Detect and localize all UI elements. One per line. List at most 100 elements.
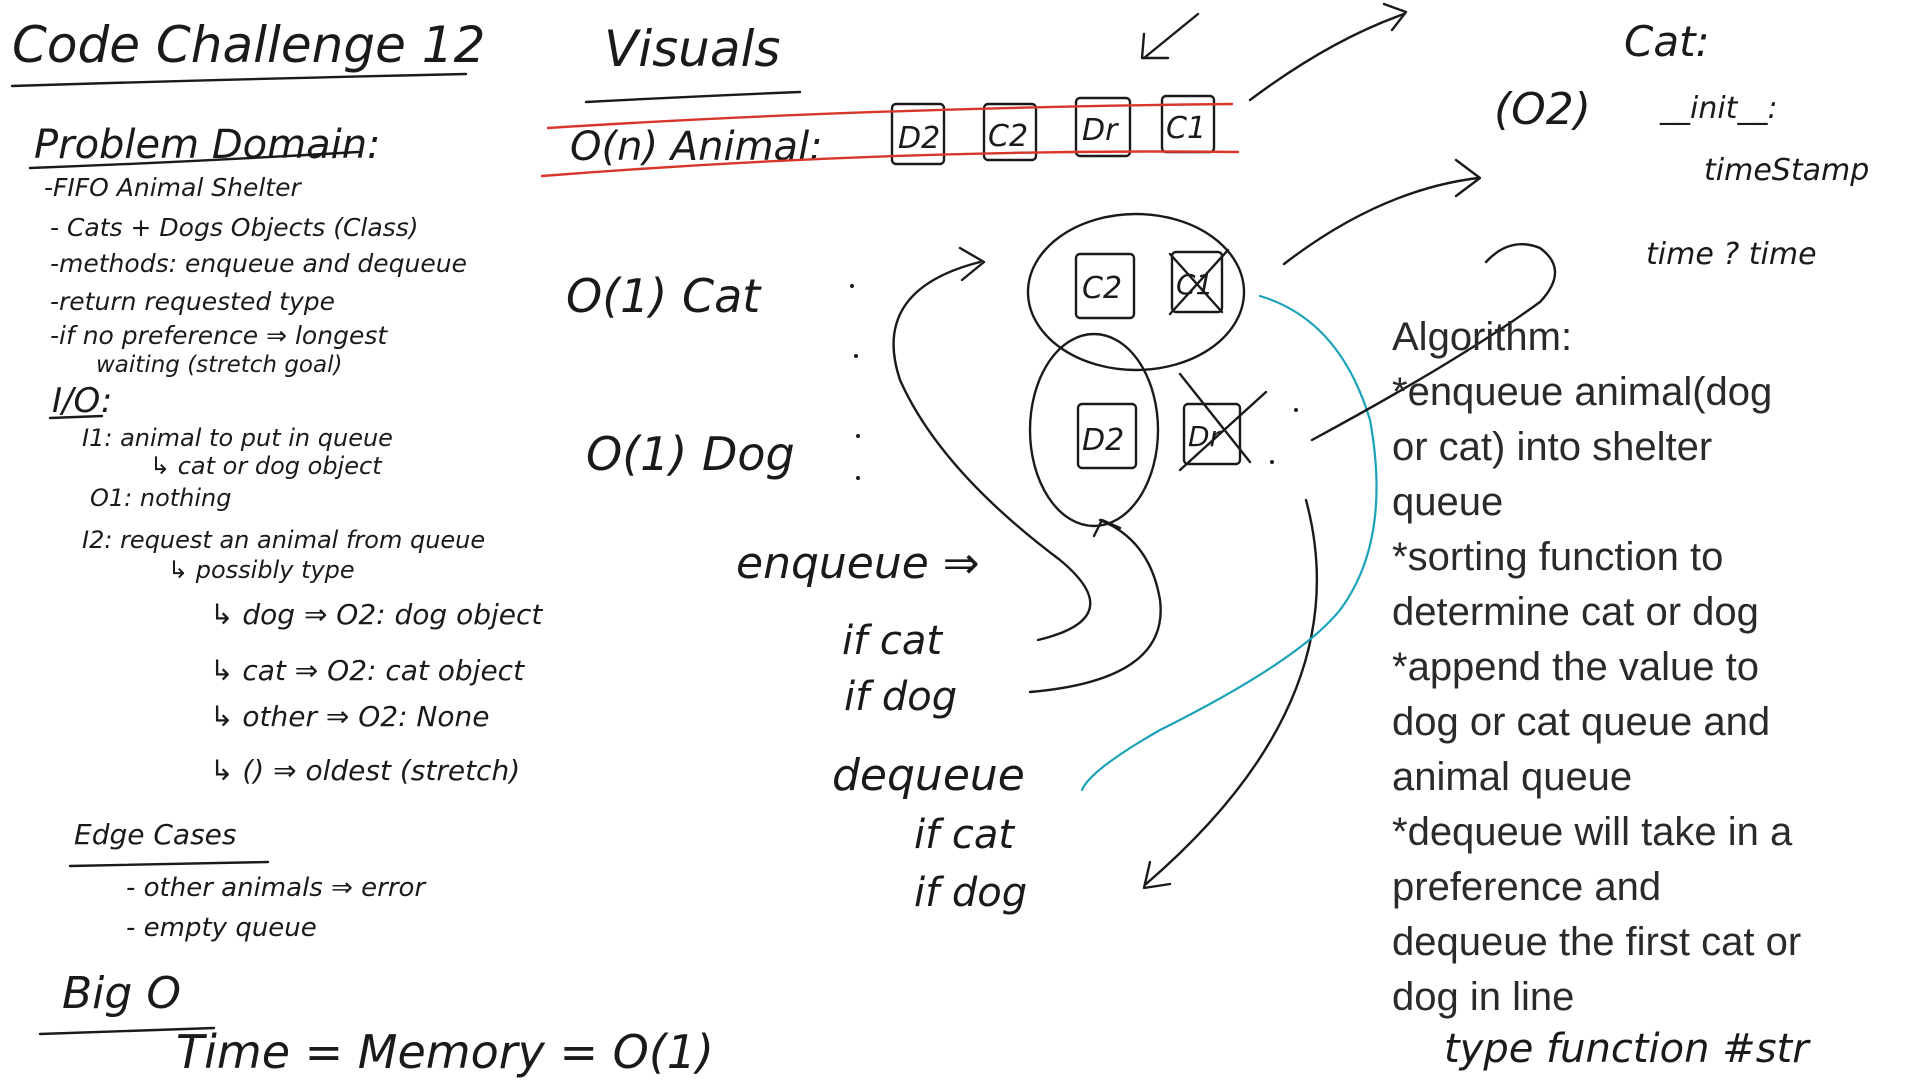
io-line-2: ↳ cat or dog object bbox=[150, 452, 383, 480]
animal-row-strike-1 bbox=[546, 102, 1234, 130]
cat-box-2 bbox=[1170, 250, 1224, 314]
footnote: type function #str bbox=[1444, 1026, 1811, 1072]
cat-queue-label: O(1) Cat bbox=[566, 269, 762, 323]
animal-box-1 bbox=[890, 102, 946, 166]
animal-row-strike-2 bbox=[540, 150, 1240, 178]
dog-box-2-cross-2 bbox=[1178, 390, 1268, 472]
enqueue-if-cat: if cat bbox=[842, 618, 943, 664]
cat-box-1-label: C2 bbox=[1082, 271, 1122, 306]
dog-box-1 bbox=[1076, 402, 1138, 470]
dequeue-if-dog: if dog bbox=[914, 870, 1027, 916]
dot bbox=[856, 476, 860, 480]
cat-box-1 bbox=[1074, 252, 1136, 320]
dot bbox=[854, 354, 858, 358]
animal-box-4-label: C1 bbox=[1166, 111, 1206, 146]
enqueue-dog-arrow-head bbox=[1092, 518, 1122, 538]
io-line-4: I2: request an animal from queue bbox=[82, 526, 485, 554]
enqueue-dog-arrow bbox=[1028, 518, 1162, 694]
algorithm-line-12: dequeue the first cat or bbox=[1392, 920, 1802, 964]
arrow-down-left bbox=[1142, 12, 1200, 60]
problem-line-4: -return requested type bbox=[50, 287, 335, 316]
problem-line-2: - Cats + Dogs Objects (Class) bbox=[50, 213, 418, 242]
animal-box-2 bbox=[982, 102, 1038, 162]
algorithm-line-7: *append the value to bbox=[1392, 645, 1759, 689]
cat-to-notes-arrow-head bbox=[1454, 158, 1482, 198]
dot bbox=[856, 434, 860, 438]
cat-notes-timestamp: timeStamp bbox=[1704, 153, 1869, 188]
big-o-heading: Big O bbox=[62, 968, 181, 1019]
algorithm-line-2: *enqueue animal(dog bbox=[1392, 370, 1773, 414]
io-line-6: ↳ dog ⇒ O2: dog object bbox=[210, 598, 543, 631]
io-line-5: ↳ possibly type bbox=[168, 556, 355, 584]
dog-box-2-cross-1 bbox=[1178, 372, 1252, 464]
animal-box-2-label: C2 bbox=[988, 119, 1028, 154]
problem-line-3: -methods: enqueue and dequeue bbox=[50, 249, 467, 278]
algorithm-line-3: or cat) into shelter bbox=[1392, 425, 1713, 469]
arrow-to-cat-notes-head bbox=[1382, 2, 1408, 32]
dot bbox=[1270, 460, 1274, 464]
enqueue-cat-arrow bbox=[892, 260, 1092, 642]
problem-line-5: -if no preference ⇒ longest bbox=[50, 321, 388, 350]
cat-notes-o2: (O2) bbox=[1494, 84, 1591, 135]
animal-box-3 bbox=[1074, 96, 1132, 158]
cat-to-notes-arrow bbox=[1282, 176, 1480, 266]
edge-cases-underline bbox=[68, 860, 270, 868]
visuals-heading: Visuals bbox=[604, 20, 780, 78]
algorithm-line-1: Algorithm: bbox=[1392, 315, 1573, 359]
dot bbox=[850, 284, 854, 288]
dequeue-label: dequeue bbox=[832, 750, 1025, 801]
dog-to-notes-arrow bbox=[1310, 243, 1557, 442]
animal-row-label: O(n) Animal: bbox=[570, 124, 823, 170]
dog-box-2 bbox=[1182, 402, 1242, 466]
dog-queue-label: O(1) Dog bbox=[586, 427, 795, 481]
dequeue-cat-arrow bbox=[1080, 294, 1378, 792]
arrow-down-left-head bbox=[1140, 32, 1170, 60]
cat-queue-outline bbox=[1026, 212, 1246, 372]
io-underline bbox=[48, 414, 104, 420]
dequeue-dog-arrow-head bbox=[1142, 860, 1172, 890]
enqueue-label: enqueue ⇒ bbox=[736, 538, 980, 589]
dequeue-dog-arrow bbox=[1144, 498, 1318, 886]
big-o-underline bbox=[38, 1026, 216, 1036]
problem-domain-underline bbox=[28, 150, 360, 170]
algorithm-line-11: preference and bbox=[1392, 865, 1662, 909]
enqueue-if-dog: if dog bbox=[844, 674, 957, 720]
cat-notes-init: __init__: bbox=[1659, 91, 1778, 126]
dog-box-1-label: D2 bbox=[1082, 423, 1124, 458]
algorithm-line-8: dog or cat queue and bbox=[1392, 700, 1771, 744]
io-line-7: ↳ cat ⇒ O2: cat object bbox=[210, 654, 525, 687]
arrow-to-cat-notes bbox=[1248, 12, 1406, 102]
algorithm-line-4: queue bbox=[1392, 480, 1504, 524]
algorithm-line-10: *dequeue will take in a bbox=[1392, 810, 1793, 854]
cat-box-2-cross-2 bbox=[1168, 248, 1230, 316]
algorithm-line-13: dog in line bbox=[1392, 975, 1575, 1019]
algorithm-text: Algorithm: *enqueue animal(dog or cat) i… bbox=[1392, 310, 1892, 1025]
edge-line-1: - other animals ⇒ error bbox=[126, 873, 427, 903]
cat-box-2-cross-1 bbox=[1168, 252, 1224, 314]
io-line-9: ↳ () ⇒ oldest (stretch) bbox=[210, 754, 520, 787]
challenge-title: Code Challenge 12 bbox=[12, 16, 485, 74]
algorithm-line-5: *sorting function to bbox=[1392, 535, 1724, 579]
dog-queue-outline bbox=[1028, 332, 1160, 528]
problem-line-6: waiting (stretch goal) bbox=[96, 352, 342, 378]
big-o-line: Time = Memory = O(1) bbox=[176, 1025, 714, 1079]
dot bbox=[1294, 408, 1298, 412]
algorithm-line-9: animal queue bbox=[1392, 755, 1633, 799]
edge-cases-heading: Edge Cases bbox=[74, 818, 236, 851]
dequeue-if-cat: if cat bbox=[914, 812, 1015, 858]
io-heading: I/O: bbox=[52, 381, 112, 421]
visuals-underline bbox=[584, 90, 802, 104]
io-line-8: ↳ other ⇒ O2: None bbox=[210, 700, 489, 733]
io-line-1: I1: animal to put in queue bbox=[82, 424, 393, 452]
cat-notes-compare: time ? time bbox=[1646, 237, 1817, 272]
cat-notes-heading: Cat: bbox=[1624, 17, 1710, 66]
animal-box-3-label: Dr bbox=[1082, 113, 1119, 148]
enqueue-cat-arrow-head bbox=[958, 246, 986, 282]
problem-line-1: -FIFO Animal Shelter bbox=[44, 173, 302, 202]
title-underline bbox=[10, 72, 468, 88]
io-line-3: O1: nothing bbox=[90, 484, 232, 512]
animal-box-1-label: D2 bbox=[898, 121, 940, 156]
edge-line-2: - empty queue bbox=[126, 913, 317, 943]
algorithm-line-6: determine cat or dog bbox=[1392, 590, 1759, 634]
